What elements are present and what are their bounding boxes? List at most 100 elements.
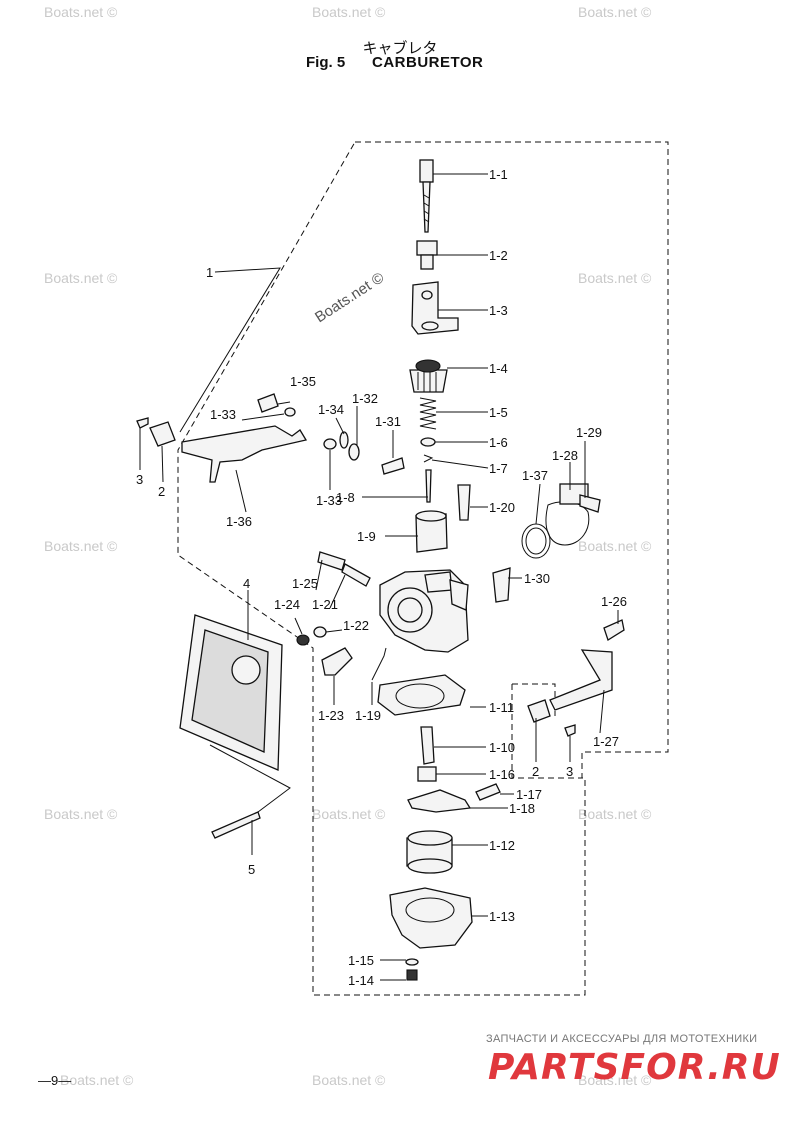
callout-1-24: 1-24: [274, 597, 300, 612]
part-spring-1-19: [371, 647, 387, 681]
callout-1-36: 1-36: [226, 514, 252, 529]
part-float-lever-1-18: [407, 789, 472, 813]
watermark: Boats.net ©: [44, 538, 118, 554]
ad-logo: PARTSFOR.RU: [488, 1047, 781, 1088]
callout-1-1: 1-1: [489, 167, 508, 182]
callout-1-3: 1-3: [489, 303, 508, 318]
part-nut-1-24: [296, 634, 310, 646]
callout-1-27: 1-27: [593, 734, 619, 749]
figure-number: Fig. 5: [306, 54, 346, 71]
part-float-1-12: [406, 830, 453, 874]
part-clip-1-7: [423, 454, 434, 463]
watermark: Boats.net ©: [44, 806, 118, 822]
callout-1-35: 1-35: [290, 374, 316, 389]
callout-3-right: 3: [566, 764, 573, 779]
callout-labels: 1-1 1-2 1-3 1-4 1-5 1-6 1-7 1-8 1-9 1-10…: [136, 167, 627, 988]
part-needle-1-17: [475, 783, 501, 801]
watermark: Boats.net ©: [578, 4, 652, 20]
part-nipple-1-20: [457, 484, 471, 521]
callout-1-37: 1-37: [522, 468, 548, 483]
callout-2-left: 2: [158, 484, 165, 499]
part-drain-screw-1-14: [406, 969, 418, 981]
callout-1-7: 1-7: [489, 461, 508, 476]
part-jet-1-16: [417, 766, 437, 782]
part-washer-1-33b: [323, 438, 337, 450]
callout-5: 5: [248, 862, 255, 877]
part-bolt-5: [211, 811, 261, 839]
watermark: Boats.net ©: [44, 270, 118, 286]
watermark: Boats.net ©: [60, 1072, 134, 1088]
part-gasket-1-11: [377, 674, 466, 716]
callout-1-6: 1-6: [489, 435, 508, 450]
callout-1-5: 1-5: [489, 405, 508, 420]
callout-1-33b: 1-33: [316, 493, 342, 508]
part-screw-1-26: [603, 619, 625, 641]
callout-1-14: 1-14: [348, 973, 374, 988]
callout-1-18: 1-18: [509, 801, 535, 816]
watermark: Boats.net ©: [44, 4, 118, 20]
part-float-bowl-1-13: [389, 887, 473, 949]
part-jet-1-10: [420, 726, 435, 765]
part-clamp-1-28: [545, 483, 601, 546]
part-bracket-1-3: [411, 281, 459, 335]
callout-1-34: 1-34: [318, 402, 344, 417]
part-screw-1-25: [317, 551, 346, 571]
figure-title: CARBURETOR: [372, 54, 484, 71]
part-screw-3b: [564, 724, 576, 737]
callout-1-23: 1-23: [318, 708, 344, 723]
part-screw-1-21: [341, 563, 371, 587]
ad-caption: ЗАПЧАСТИ И АКСЕССУАРЫ ДЛЯ МОТОТЕХНИКИ: [486, 1033, 758, 1045]
watermark: Boats.net ©: [578, 806, 652, 822]
part-knob-2b: [527, 699, 551, 723]
callout-1-25: 1-25: [292, 576, 318, 591]
part-screw-3: [136, 417, 149, 429]
part-pin-1-35: [257, 393, 279, 413]
watermark: Boats.net ©: [578, 1072, 652, 1088]
callout-1-32: 1-32: [352, 391, 378, 406]
callout-1-8: 1-8: [336, 490, 355, 505]
title-japanese: キャブレタ: [362, 39, 438, 57]
part-washer-1-22: [313, 626, 327, 638]
watermark: Boats.net ©: [578, 538, 652, 554]
part-cap-1-4: [409, 359, 448, 393]
part-screw-1-30: [492, 567, 511, 603]
part-air-cleaner-4: [179, 614, 283, 771]
part-needle-1-8: [425, 469, 432, 503]
callout-1-30: 1-30: [524, 571, 550, 586]
callout-1-28: 1-28: [552, 448, 578, 463]
leader-lines: [139, 173, 619, 981]
callout-1-10: 1-10: [489, 740, 515, 755]
callout-1-20: 1-20: [489, 500, 515, 515]
callout-1: 1: [206, 265, 213, 280]
callout-3-left: 3: [136, 472, 143, 487]
part-screw-1-31: [381, 457, 405, 475]
callout-1-26: 1-26: [601, 594, 627, 609]
callout-4: 4: [243, 576, 250, 591]
callout-1-19: 1-19: [355, 708, 381, 723]
callout-1-31: 1-31: [375, 414, 401, 429]
page-number: —9—: [38, 1073, 72, 1088]
callout-1-33: 1-33: [210, 407, 236, 422]
watermark: Boats.net ©: [312, 806, 386, 822]
part-clip-1-32: [348, 443, 360, 461]
part-link-1-36: [181, 425, 308, 483]
part-lever-1-23: [321, 647, 353, 676]
callout-1-15: 1-15: [348, 953, 374, 968]
callout-1-13: 1-13: [489, 909, 515, 924]
callout-1-29: 1-29: [576, 425, 602, 440]
callout-1-12: 1-12: [489, 838, 515, 853]
part-screw-1-1: [419, 159, 434, 233]
part-bracket-1-27: [549, 649, 613, 711]
callout-1-9: 1-9: [357, 529, 376, 544]
callout-2-right: 2: [532, 764, 539, 779]
callout-1-16: 1-16: [489, 767, 515, 782]
callout-1-4: 1-4: [489, 361, 508, 376]
part-spring-1-5: [419, 397, 437, 430]
part-washer-1-6: [420, 437, 436, 447]
callout-1-2: 1-2: [489, 248, 508, 263]
part-o-ring-1-37: [521, 523, 551, 559]
part-carburetor-body: [379, 569, 469, 653]
callout-1-17: 1-17: [516, 787, 542, 802]
